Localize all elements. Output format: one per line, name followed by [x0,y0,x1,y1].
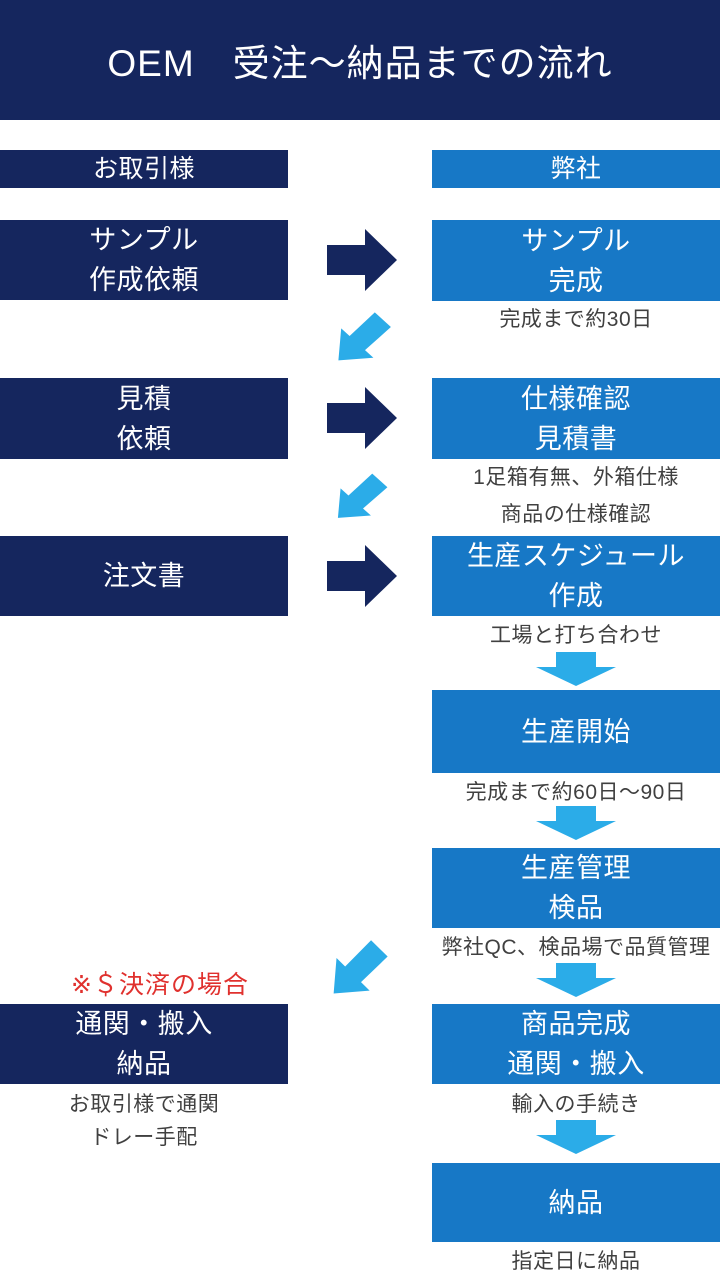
step-line: サンプル [521,225,631,256]
step-line: 生産管理 [521,853,631,883]
company-step-production-start: 生産開始 [432,690,720,773]
down-arrow-icon [536,652,616,686]
page-title: OEM 受注～納品までの流れ [107,43,613,84]
step-line: 仕様確認 [521,383,631,414]
step-line: 納品 [548,1187,604,1218]
company-step-production-control: 生産管理 検品 [432,848,720,928]
down-left-arrow-icon [330,466,396,525]
step-line: 作成依頼 [89,265,199,295]
step-line: 生産開始 [521,716,631,747]
down-arrow-icon [536,963,616,997]
step-line: 納品 [116,1049,172,1079]
step-line: 通関・搬入 [75,1009,213,1039]
company-column-label: 弊社 [550,155,602,183]
step-line: 完成 [548,265,604,296]
step-note: ドレー手配 [90,1126,198,1149]
step-note: 完成まで約30日 [499,308,653,331]
client-step-sample-request: サンプル 作成依頼 [0,220,288,300]
company-step-delivery: 納品 [432,1163,720,1242]
client-step-purchase-order: 注文書 [0,536,288,616]
step-note: 弊社QC、検品場で品質管理 [441,936,711,959]
usd-settlement-note: ※＄決済の場合 [71,971,249,999]
step-line: 生産スケジュール [466,541,686,571]
step-note: お取引様で通関 [68,1093,220,1116]
company-step-sample-complete: サンプル 完成 [432,220,720,301]
client-column-header: お取引様 [0,150,288,188]
company-column-header: 弊社 [432,150,720,188]
step-note: 輸入の手続き [511,1093,641,1116]
company-step-spec-quote: 仕様確認 見積書 [432,378,720,459]
down-left-arrow-icon [325,931,397,1002]
step-note: 指定日に納品 [511,1250,641,1273]
step-line: 検品 [548,893,604,923]
step-line: サンプル [89,225,199,255]
step-line: 注文書 [102,561,186,591]
step-note: 完成まで約60日～90日 [465,781,687,804]
step-line: 依頼 [116,423,172,454]
step-line: 通関・搬入 [507,1049,645,1079]
client-step-customs-delivery: 通関・搬入 納品 [0,1004,288,1084]
step-note: 工場と打ち合わせ [490,624,662,647]
step-note: 商品の仕様確認 [500,503,652,526]
down-left-arrow-icon [330,304,400,368]
step-line: 見積書 [534,423,618,454]
down-arrow-icon [536,1120,616,1154]
step-line: 商品完成 [521,1009,631,1039]
page-header: OEM 受注～納品までの流れ [0,0,720,120]
down-arrow-icon [536,806,616,840]
right-arrow-icon [327,229,397,291]
client-step-quote-request: 見積 依頼 [0,378,288,459]
right-arrow-icon [327,545,397,607]
right-arrow-icon [327,387,397,449]
company-step-production-schedule: 生産スケジュール 作成 [432,536,720,616]
step-line: 見積 [116,383,172,414]
company-step-product-complete: 商品完成 通関・搬入 [432,1004,720,1084]
client-column-label: お取引様 [92,155,195,183]
step-line: 作成 [548,581,604,611]
step-note: 1足箱有無、外箱仕様 [473,466,679,489]
